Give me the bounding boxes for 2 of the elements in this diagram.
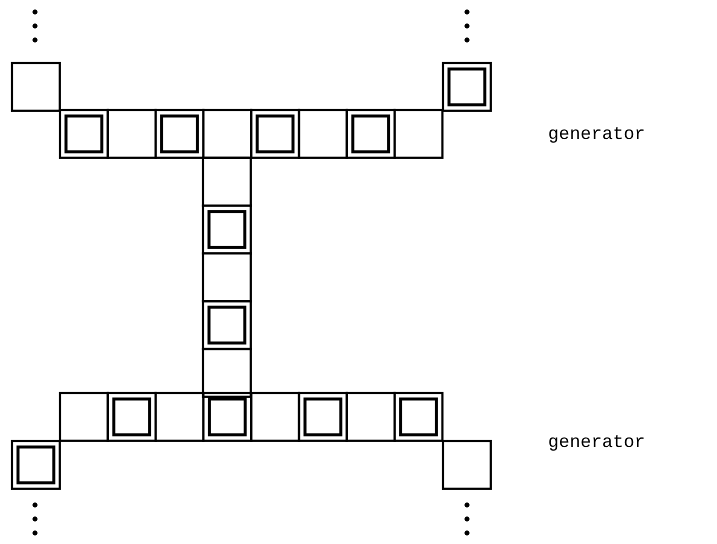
row-label: generator (548, 124, 646, 147)
row-label: generator (548, 432, 646, 455)
